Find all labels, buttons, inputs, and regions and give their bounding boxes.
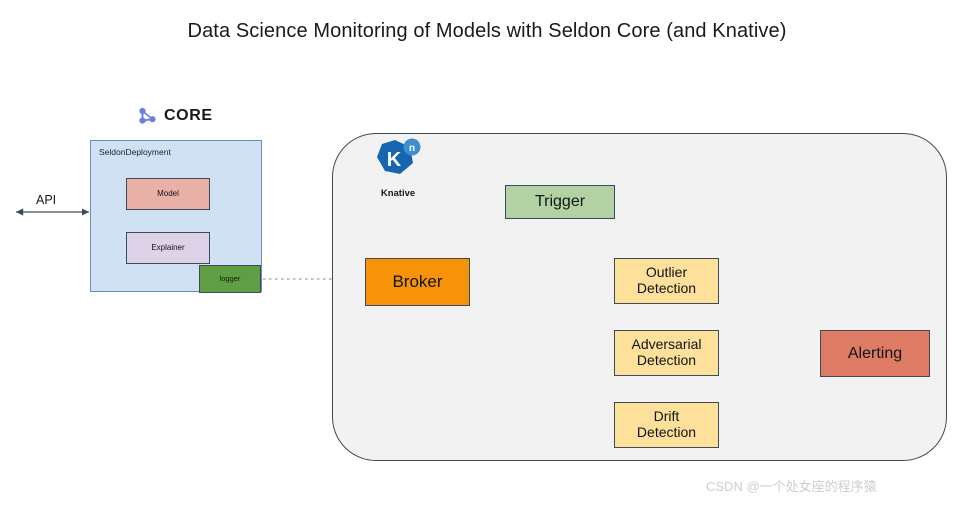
seldon-core-logo: CORE (138, 107, 213, 125)
outlier-detection-line2: Detection (636, 280, 697, 296)
seldon-core-wordmark: CORE (164, 107, 213, 124)
drift-detection-node[interactable]: Drift Detection (614, 402, 719, 448)
api-label: API (36, 193, 57, 207)
outlier-detection-node[interactable]: Outlier Detection (614, 258, 719, 304)
adversarial-detection-line2: Detection (636, 352, 697, 368)
explainer-node[interactable]: Explainer (126, 232, 210, 264)
drift-detection-line1: Drift (653, 408, 680, 425)
logger-node[interactable]: logger (199, 265, 261, 293)
alerting-node[interactable]: Alerting (820, 330, 930, 377)
trigger-node[interactable]: Trigger (505, 185, 615, 219)
broker-node[interactable]: Broker (365, 258, 470, 306)
seldon-core-node-graph-icon (139, 107, 156, 124)
drift-detection-line2: Detection (636, 424, 697, 440)
knative-mark-icon: K n (377, 138, 421, 174)
csdn-watermark: CSDN @一个处女座的程序猿 (706, 479, 877, 494)
knative-logo-label: Knative (380, 188, 416, 199)
outlier-detection-line1: Outlier (645, 264, 688, 281)
seldon-deployment-label: SeldonDeployment (99, 147, 171, 157)
knative-logo: K n Knative (368, 138, 428, 199)
model-node[interactable]: Model (126, 178, 210, 210)
adversarial-detection-node[interactable]: Adversarial Detection (614, 330, 719, 376)
page-title: Data Science Monitoring of Models with S… (187, 20, 787, 42)
knative-letter-n: n (409, 143, 415, 154)
adversarial-detection-line1: Adversarial (631, 336, 702, 353)
knative-letter-k: K (387, 149, 402, 171)
